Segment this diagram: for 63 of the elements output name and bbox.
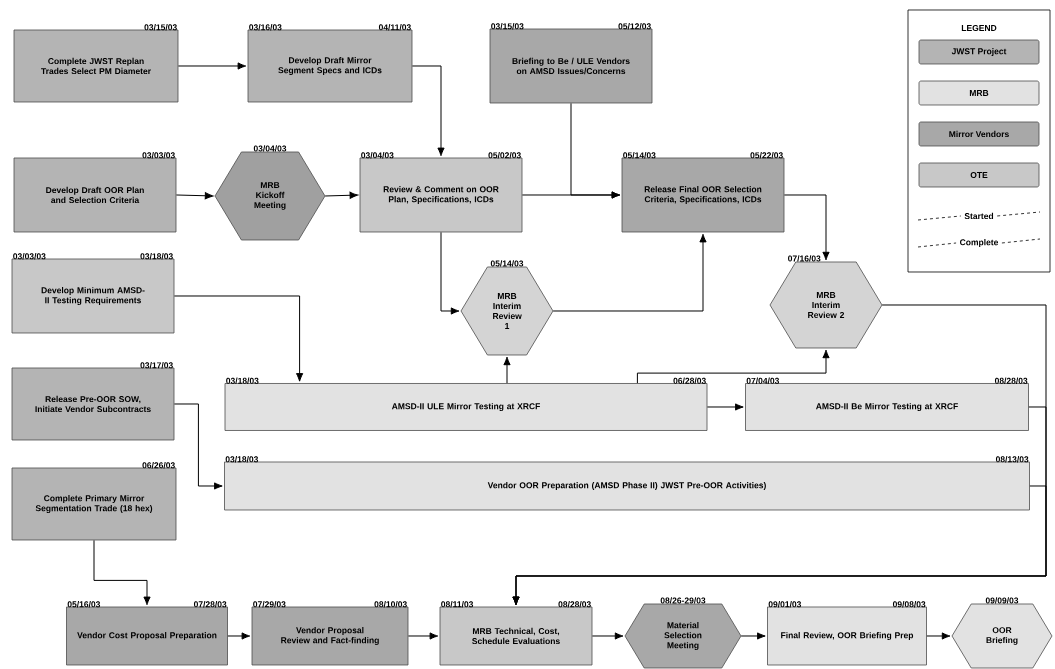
arrow <box>521 191 621 199</box>
date-label: 09/08/03 <box>892 601 926 608</box>
date-label: 08/10/03 <box>374 601 407 608</box>
date-label: 03/18/03 <box>226 377 259 384</box>
arrow <box>512 485 1047 606</box>
task-bar: AMSD-II ULE Mirror Testing at XRCF <box>224 383 708 431</box>
date-label: 08/28/03 <box>558 601 591 608</box>
date-label: 05/14/03 <box>623 152 656 159</box>
date-label: 09/01/03 <box>768 601 802 608</box>
date-label: 03/04/03 <box>253 145 287 152</box>
date-label: 07/28/03 <box>193 601 227 608</box>
date-label: 07/16/03 <box>788 255 821 262</box>
task-box: AMSD-II Be Mirror Testing at XRCF <box>745 383 1029 431</box>
arrow <box>926 632 951 640</box>
milestone-hexagon: MRB Interim Review 1 <box>460 266 554 356</box>
arrow <box>173 295 304 382</box>
date-label: 03/03/03 <box>13 253 46 260</box>
milestone-hexagon: MRB Interim Review 2 <box>769 261 883 349</box>
arrow <box>503 356 511 384</box>
arrow <box>706 403 744 411</box>
legend-line-sample: Started <box>917 211 1041 221</box>
date-label: 03/15/03 <box>144 24 177 31</box>
milestone-hexagon: OOR Briefing <box>951 603 1053 669</box>
arrow <box>740 632 766 640</box>
date-label: 05/12/03 <box>618 23 651 30</box>
date-label: 03/04/03 <box>361 152 394 159</box>
date-label: 06/28/03 <box>673 377 706 384</box>
date-label: 07/29/03 <box>253 601 286 608</box>
arrow <box>324 191 359 199</box>
milestone-hexagon: Material Selection Meeting <box>624 603 742 669</box>
legend-line-sample: Complete <box>917 238 1041 248</box>
date-label: 05/22/03 <box>750 152 783 159</box>
date-label: 03/18/03 <box>140 253 173 260</box>
date-label: 03/16/03 <box>249 24 282 31</box>
date-label: 08/28/03 <box>994 377 1028 384</box>
date-label: 07/04/03 <box>746 377 780 384</box>
arrow <box>440 231 460 315</box>
legend-title: LEGEND <box>961 25 997 31</box>
date-label: 03/15/03 <box>491 23 524 30</box>
arrow <box>636 349 830 384</box>
date-label: 08/26-29/03 <box>660 597 706 604</box>
milestone-hexagon: MRB Kickoff Meeting <box>214 151 326 241</box>
date-label: 08/13/03 <box>995 456 1029 463</box>
date-label: 05/02/03 <box>488 152 521 159</box>
date-label: 03/18/03 <box>225 456 259 463</box>
arrow <box>177 62 247 70</box>
date-label: 05/14/03 <box>490 260 524 267</box>
arrow <box>175 192 214 200</box>
date-label: 08/11/03 <box>441 601 474 608</box>
date-label: 09/09/03 <box>985 597 1019 604</box>
date-label: 06/26/03 <box>142 462 175 469</box>
arrow <box>783 194 830 261</box>
date-label: 03/03/03 <box>142 152 175 159</box>
arrow <box>552 233 707 312</box>
arrow <box>591 632 624 640</box>
date-label: 03/17/03 <box>140 362 173 369</box>
arrow <box>407 632 439 640</box>
arrow <box>227 632 251 640</box>
date-label: 04/11/03 <box>378 24 411 31</box>
date-label: 05/16/03 <box>67 601 101 608</box>
arrow <box>411 65 445 157</box>
arrow <box>173 403 223 490</box>
arrow <box>93 539 151 606</box>
